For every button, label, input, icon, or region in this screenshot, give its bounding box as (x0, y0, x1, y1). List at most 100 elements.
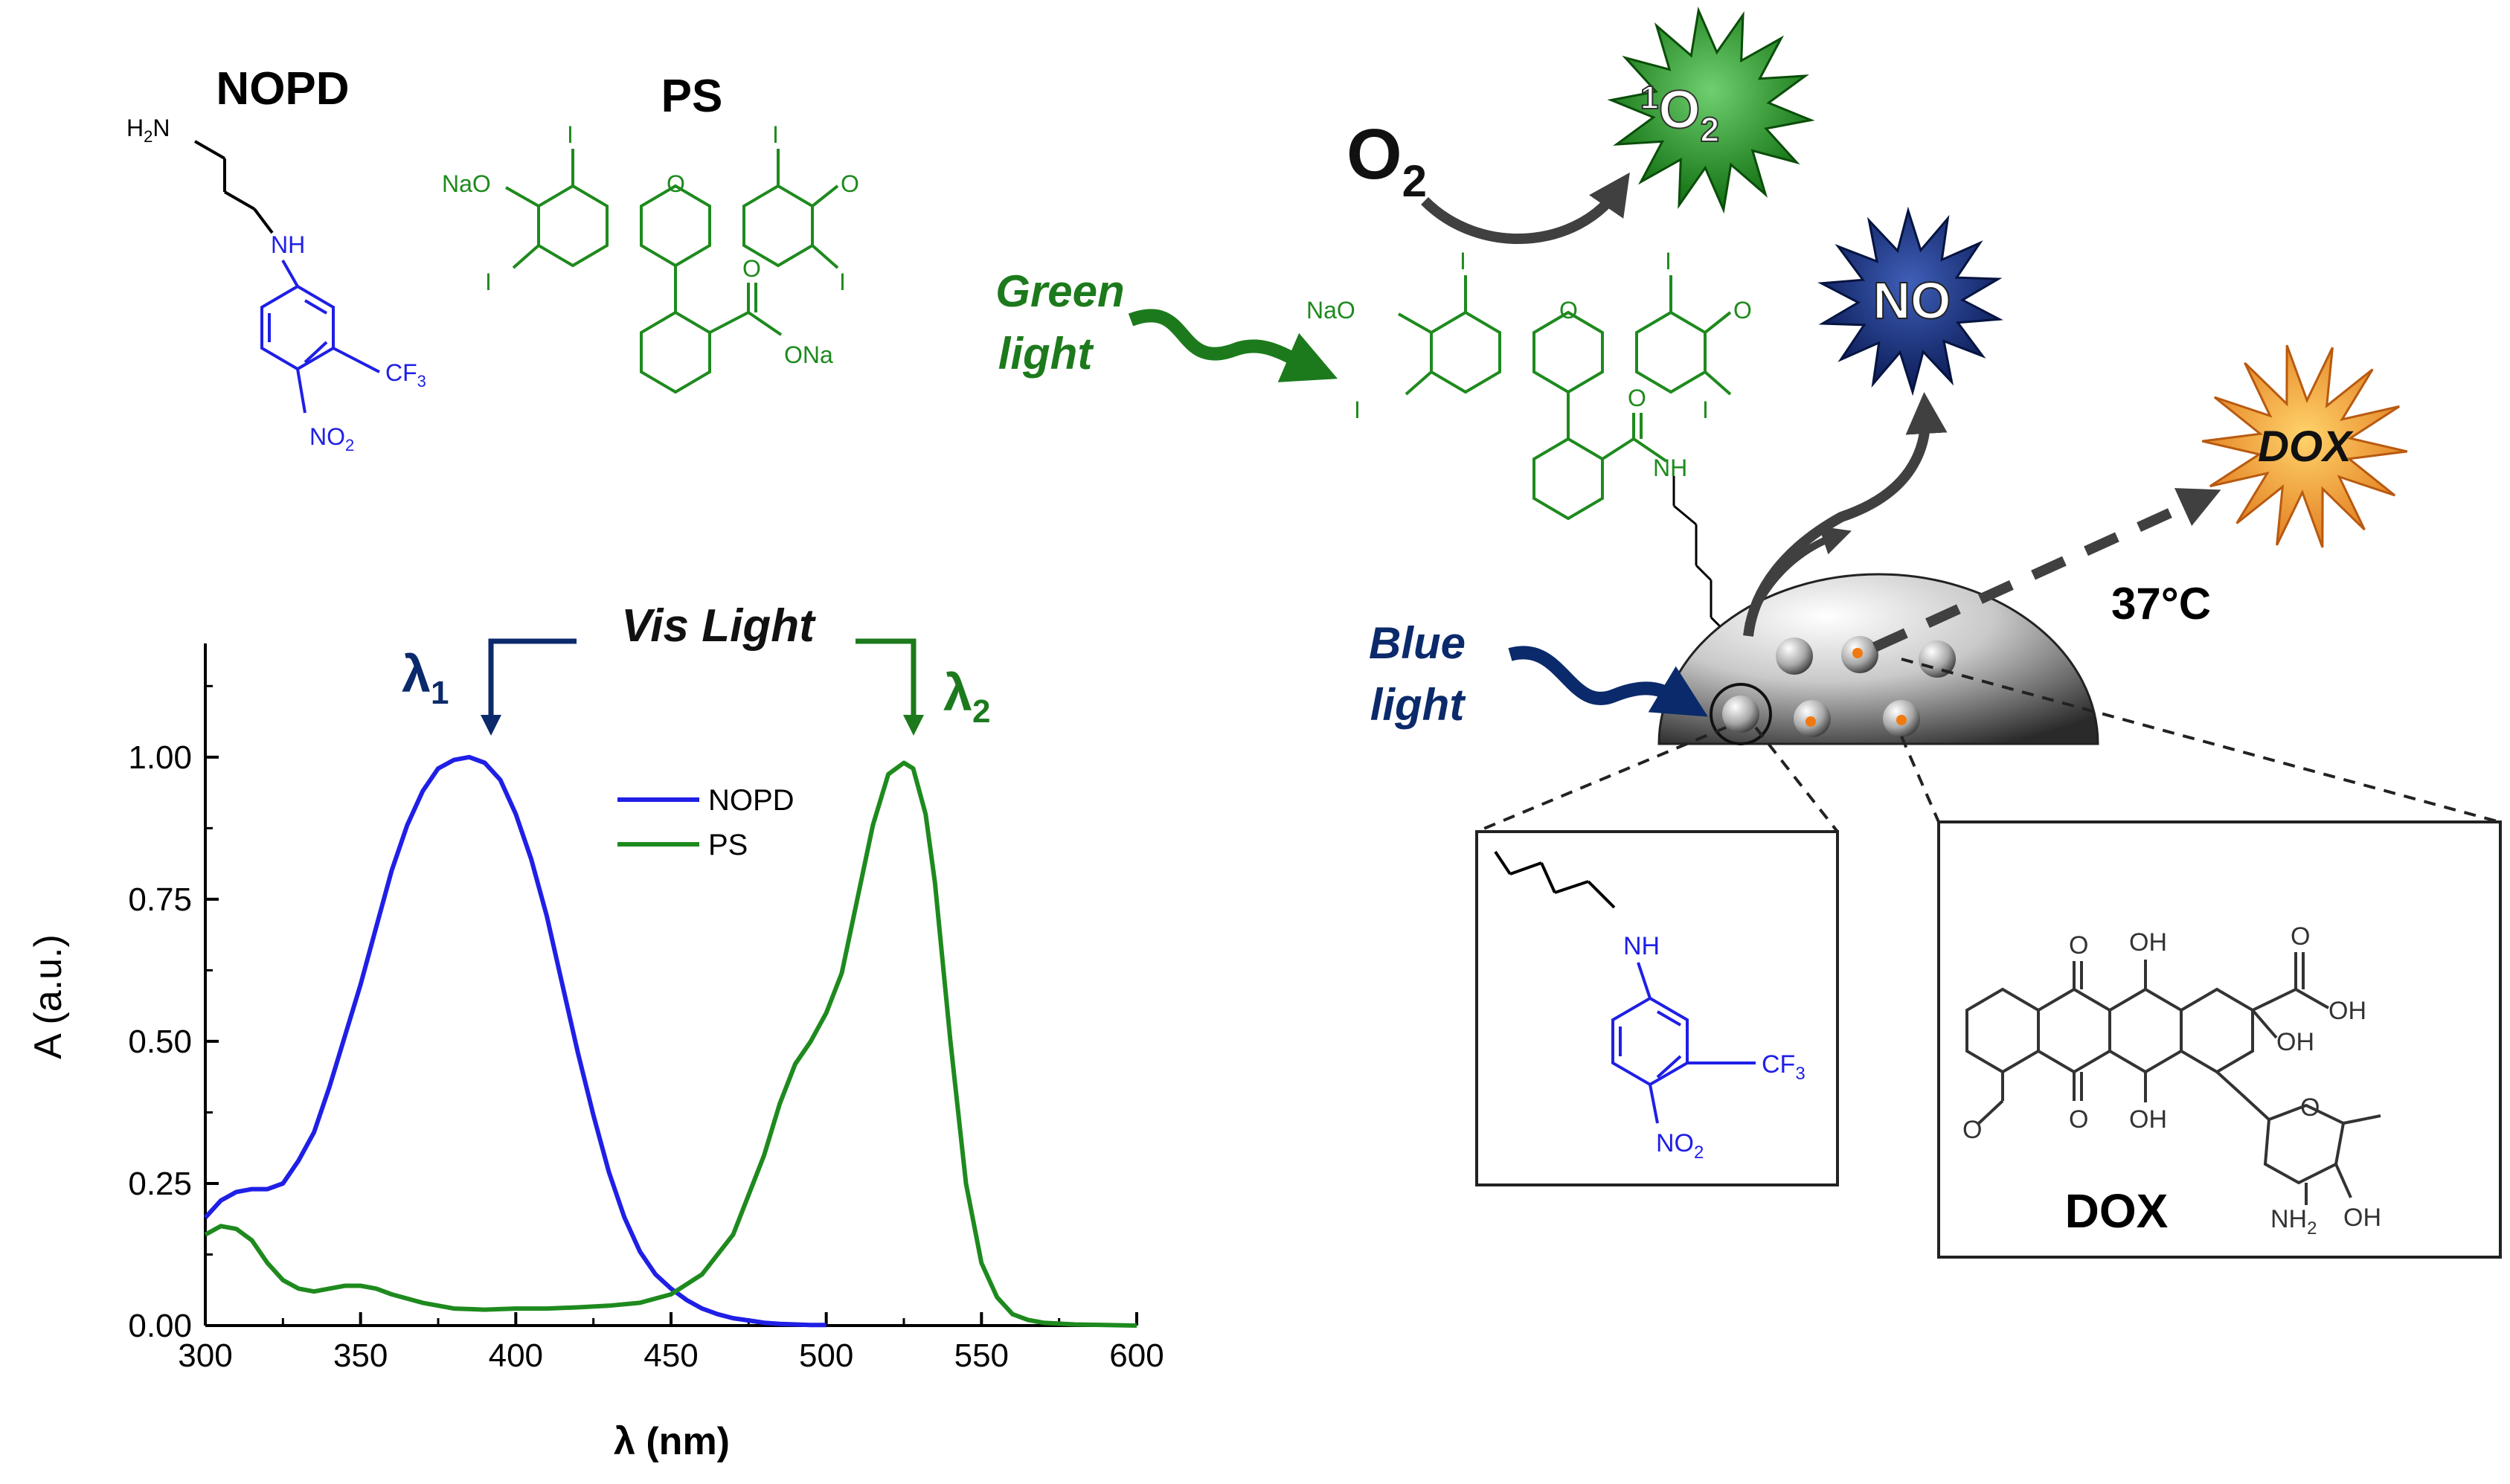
nopd-no2: NO2 (309, 423, 354, 454)
y-tick-label: 1.00 (128, 739, 192, 776)
lambda1-label: λ1 (402, 645, 449, 711)
svg-text:Blue: Blue (1369, 618, 1466, 668)
x-tick-label: 300 (178, 1337, 232, 1374)
nitric-oxide-burst: NO (1817, 206, 2003, 396)
svg-text:O: O (1962, 1116, 1982, 1144)
svg-text:NH2: NH2 (2270, 1205, 2317, 1239)
svg-text:OH: OH (2328, 997, 2366, 1025)
conj-iodine-1: I (1460, 248, 1466, 274)
ps-ester-o: O (742, 255, 761, 282)
pore-ball (1919, 640, 1956, 678)
conj-amide-o: O (1628, 385, 1646, 411)
nopd-title: NOPD (216, 63, 349, 115)
dox-burst: DOX (2201, 344, 2408, 548)
dox-inset: O OH O OH OH O OH O O NH2 OH DOX (1937, 820, 2502, 1259)
conj-nh: NH (1653, 454, 1687, 481)
series-line-ps (204, 760, 1137, 1328)
svg-text:O: O (2300, 1093, 2320, 1122)
x-tick-label: 400 (489, 1337, 543, 1374)
no-label: NO (1873, 272, 1951, 330)
chart-ylabel: A (a.u.) (27, 934, 70, 1059)
conj-ring-o: O (1559, 297, 1578, 324)
nopd-nh: NH (271, 231, 305, 258)
conj-iodine-3: I (1354, 396, 1361, 423)
nopd-structure: NOPD H2N NH CF3 NO2 (126, 63, 426, 454)
nopd-linker-inset: NH CF3 NO2 (1475, 830, 1839, 1186)
lambda2-bracket-arrow (856, 638, 924, 736)
zoom-lines (1476, 658, 2500, 833)
chart-axes (204, 643, 1137, 1327)
ps-structure: PS NaO O O I I I I O ONa (442, 71, 859, 394)
blue-light-label: Blue light (1369, 618, 1466, 730)
lambda2-label: λ2 (943, 664, 990, 730)
blue-light-wave-arrow (1508, 646, 1708, 717)
svg-text:OH: OH (2343, 1204, 2381, 1232)
absorbance-chart: 300 350 400 450 500 550 600 0.00 0.25 0.50 0.75 1.0… (27, 600, 1164, 1463)
x-tick-label: 350 (333, 1337, 388, 1374)
singlet-oxygen-label: 1O2 (1640, 80, 1719, 149)
ps-title: PS (661, 71, 723, 122)
dox-cargo-dot (1806, 716, 1816, 727)
x-tick-label: 500 (799, 1337, 853, 1374)
green-light-label: Green light (995, 266, 1124, 379)
nanoparticle-to-no-arrow (1745, 526, 1852, 626)
dox-title: DOX (2065, 1184, 2169, 1238)
ps-iodine-3: I (485, 269, 492, 295)
x-tick-label: 600 (1109, 1337, 1163, 1374)
x-tick-label: 550 (954, 1337, 1009, 1374)
chart-xlabel: λ (nm) (614, 1420, 730, 1463)
svg-text:CF3: CF3 (1762, 1050, 1806, 1084)
svg-text:NH: NH (1623, 932, 1660, 960)
ps-ona: ONa (784, 341, 833, 368)
conj-carbonyl-o: O (1733, 297, 1752, 324)
conj-nao: NaO (1306, 297, 1355, 324)
y-tick-label: 0.25 (128, 1166, 192, 1202)
svg-text:OH: OH (2129, 1105, 2167, 1134)
svg-text:O: O (2291, 922, 2310, 951)
y-tick-label: 0.50 (128, 1024, 192, 1060)
ps-iodine-4: I (839, 269, 846, 295)
nopd-h2n: H2N (126, 115, 170, 146)
lambda1-bracket-arrow (481, 638, 577, 736)
dox-cargo-dot (1896, 715, 1907, 725)
pore-ball (1722, 696, 1759, 733)
pore-ball (1776, 637, 1813, 675)
vis-light-label: Vis Light (621, 600, 816, 652)
ps-ring-o: O (667, 170, 685, 197)
svg-text:O: O (2069, 1105, 2088, 1134)
x-tick-label: 450 (643, 1337, 698, 1374)
nopd-cf3: CF3 (385, 359, 426, 391)
ps-iodine-2: I (772, 121, 779, 148)
chart-legend: NOPD PS (617, 784, 795, 861)
y-tick-label: 0.75 (128, 881, 192, 918)
series-line-nopd (203, 754, 826, 1328)
green-light-wave-arrow (1128, 309, 1338, 382)
conj-iodine-2: I (1665, 248, 1672, 274)
chart-ticks: 300 350 400 450 500 550 600 0.00 0.25 0.50 0.75 1.0… (128, 684, 1164, 1374)
ps-iodine-1: I (567, 121, 574, 148)
svg-text:OH: OH (2276, 1028, 2314, 1056)
dox-release-arrow (1872, 488, 2221, 652)
highlight-ring (1710, 683, 1772, 745)
singlet-oxygen-burst: 1O2 (1607, 6, 1815, 214)
ps-carbonyl-o: O (841, 170, 859, 197)
svg-text:OH: OH (2129, 928, 2167, 957)
o2-to-singlet-arrow (1421, 172, 1630, 244)
nanoparticle (1657, 573, 2099, 745)
legend-label-nopd: NOPD (708, 784, 795, 817)
ps-conjugate-structure: NaO O O I I I I O NH (1306, 248, 1752, 634)
svg-text:NO2: NO2 (1656, 1129, 1704, 1163)
chart-series (203, 754, 1137, 1328)
o2-label: O2 (1347, 115, 1427, 206)
svg-text:light: light (1370, 680, 1467, 730)
svg-text:Green: Green (995, 266, 1124, 316)
conj-iodine-4: I (1702, 396, 1709, 423)
dox-burst-label: DOX (2258, 423, 2354, 471)
svg-text:O: O (2069, 931, 2088, 960)
legend-label-ps: PS (708, 829, 748, 861)
ps-nao: NaO (442, 170, 491, 197)
y-tick-label: 0.00 (128, 1308, 192, 1344)
dox-cargo-dot (1852, 648, 1863, 658)
